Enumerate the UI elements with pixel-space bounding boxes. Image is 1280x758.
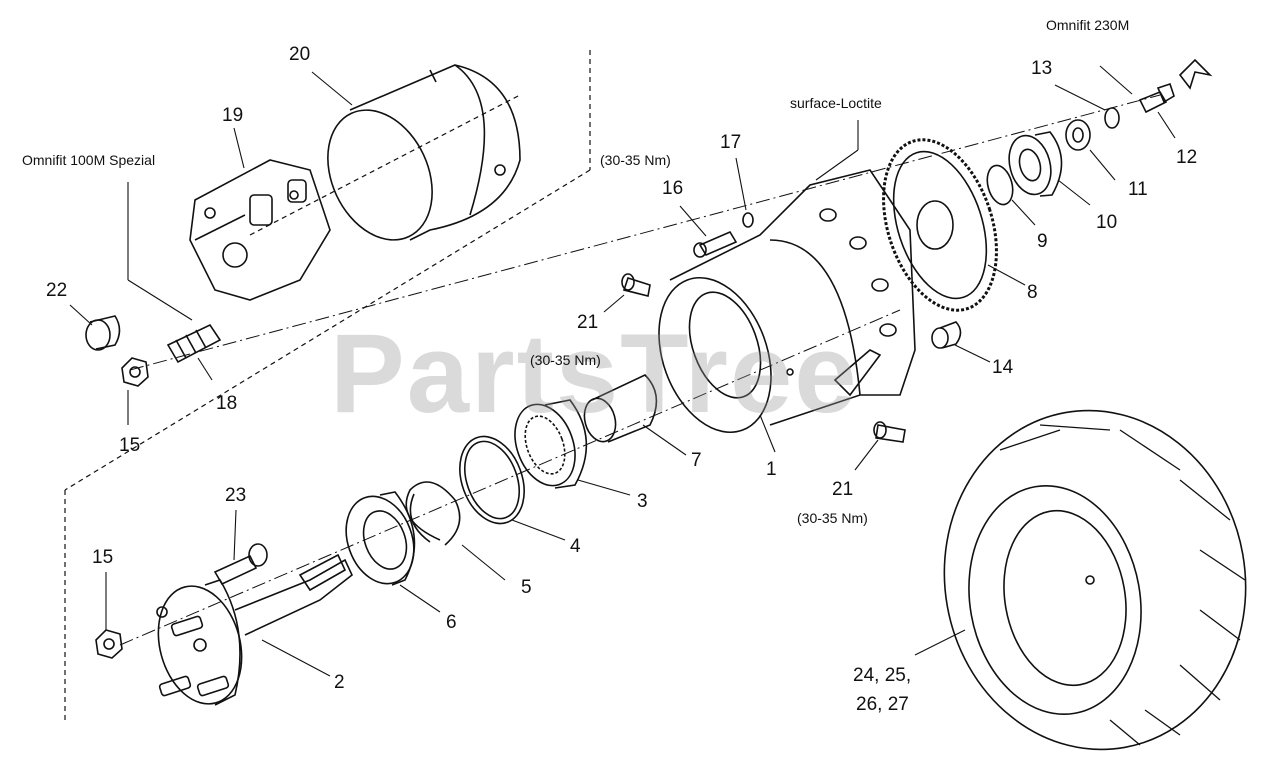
note-torque-upper: (30-35 Nm): [600, 152, 671, 168]
part-4-ring: [459, 435, 525, 525]
part-22-plug: [85, 315, 121, 351]
callout-21-lower: 21: [832, 479, 854, 500]
tire-wheel: [943, 409, 1247, 751]
callout-3: 3: [637, 491, 648, 512]
part-7-sleeve: [583, 374, 658, 443]
note-omnifit-230m: Omnifit 230M: [1046, 17, 1130, 33]
callout-14: 14: [992, 357, 1014, 378]
callout-19: 19: [222, 105, 244, 126]
part-10-bearing: [1008, 131, 1063, 197]
part-18-set-screw: [166, 323, 222, 364]
part-11-spacer: [1065, 119, 1091, 151]
callout-23: 23: [225, 485, 247, 506]
callout-20: 20: [289, 44, 311, 65]
callout-18: 18: [216, 393, 238, 414]
callout-tire-line1: 24, 25,: [853, 665, 912, 686]
callout-15-upper: 15: [119, 435, 141, 456]
note-torque-middle: (30-35 Nm): [530, 352, 601, 368]
part-15-nut-upper: [121, 357, 149, 387]
callout-21-upper: 21: [577, 312, 599, 333]
callout-11: 11: [1128, 179, 1148, 200]
callout-16: 16: [662, 178, 684, 199]
callout-6: 6: [446, 612, 457, 633]
part-5-snap-ring: [405, 481, 461, 546]
callout-10: 10: [1096, 212, 1118, 233]
watermark: PartsTree: [330, 311, 859, 436]
callout-17: 17: [720, 132, 742, 153]
callout-7: 7: [691, 450, 702, 471]
callout-1: 1: [766, 459, 777, 480]
callout-5: 5: [521, 577, 532, 598]
part-6-seal: [345, 491, 416, 586]
part-16-screw: [693, 230, 738, 258]
part-9-washer: [986, 164, 1014, 206]
callout-13: 13: [1031, 58, 1053, 79]
part-3-bearing: [514, 399, 588, 489]
part-15-nut-lower: [95, 629, 123, 659]
part-14-bushing: [931, 321, 962, 349]
callout-tire-line2: 26, 27: [856, 694, 909, 715]
callout-12: 12: [1176, 147, 1198, 168]
part-8-gear: [882, 138, 998, 312]
note-surface-loctite: surface-Loctite: [790, 95, 882, 111]
part-13-washer-small: [1104, 107, 1120, 129]
callout-15-lower: 15: [92, 547, 114, 568]
part-21-screw-lower: [873, 421, 906, 443]
callout-9: 9: [1037, 231, 1048, 252]
part-21-screw-upper: [621, 273, 651, 297]
part-17-washer: [742, 212, 754, 228]
part-19-coupling: [189, 159, 331, 301]
callout-4: 4: [570, 536, 581, 557]
part-23-bolt: [213, 543, 268, 586]
callout-22: 22: [46, 280, 68, 301]
leader-lines: [69, 65, 1176, 677]
callout-8: 8: [1027, 282, 1038, 303]
note-omnifit-100m: Omnifit 100M Spezial: [22, 152, 156, 168]
part-1-hub-housing: [658, 169, 916, 434]
part-2-axle-hub: [156, 553, 353, 706]
part-20-cover: [327, 64, 521, 241]
note-torque-lower: (30-35 Nm): [797, 510, 868, 526]
callout-2: 2: [334, 672, 345, 693]
part-12-bolt: [1138, 58, 1213, 114]
dashed-enclosure: [64, 50, 591, 720]
